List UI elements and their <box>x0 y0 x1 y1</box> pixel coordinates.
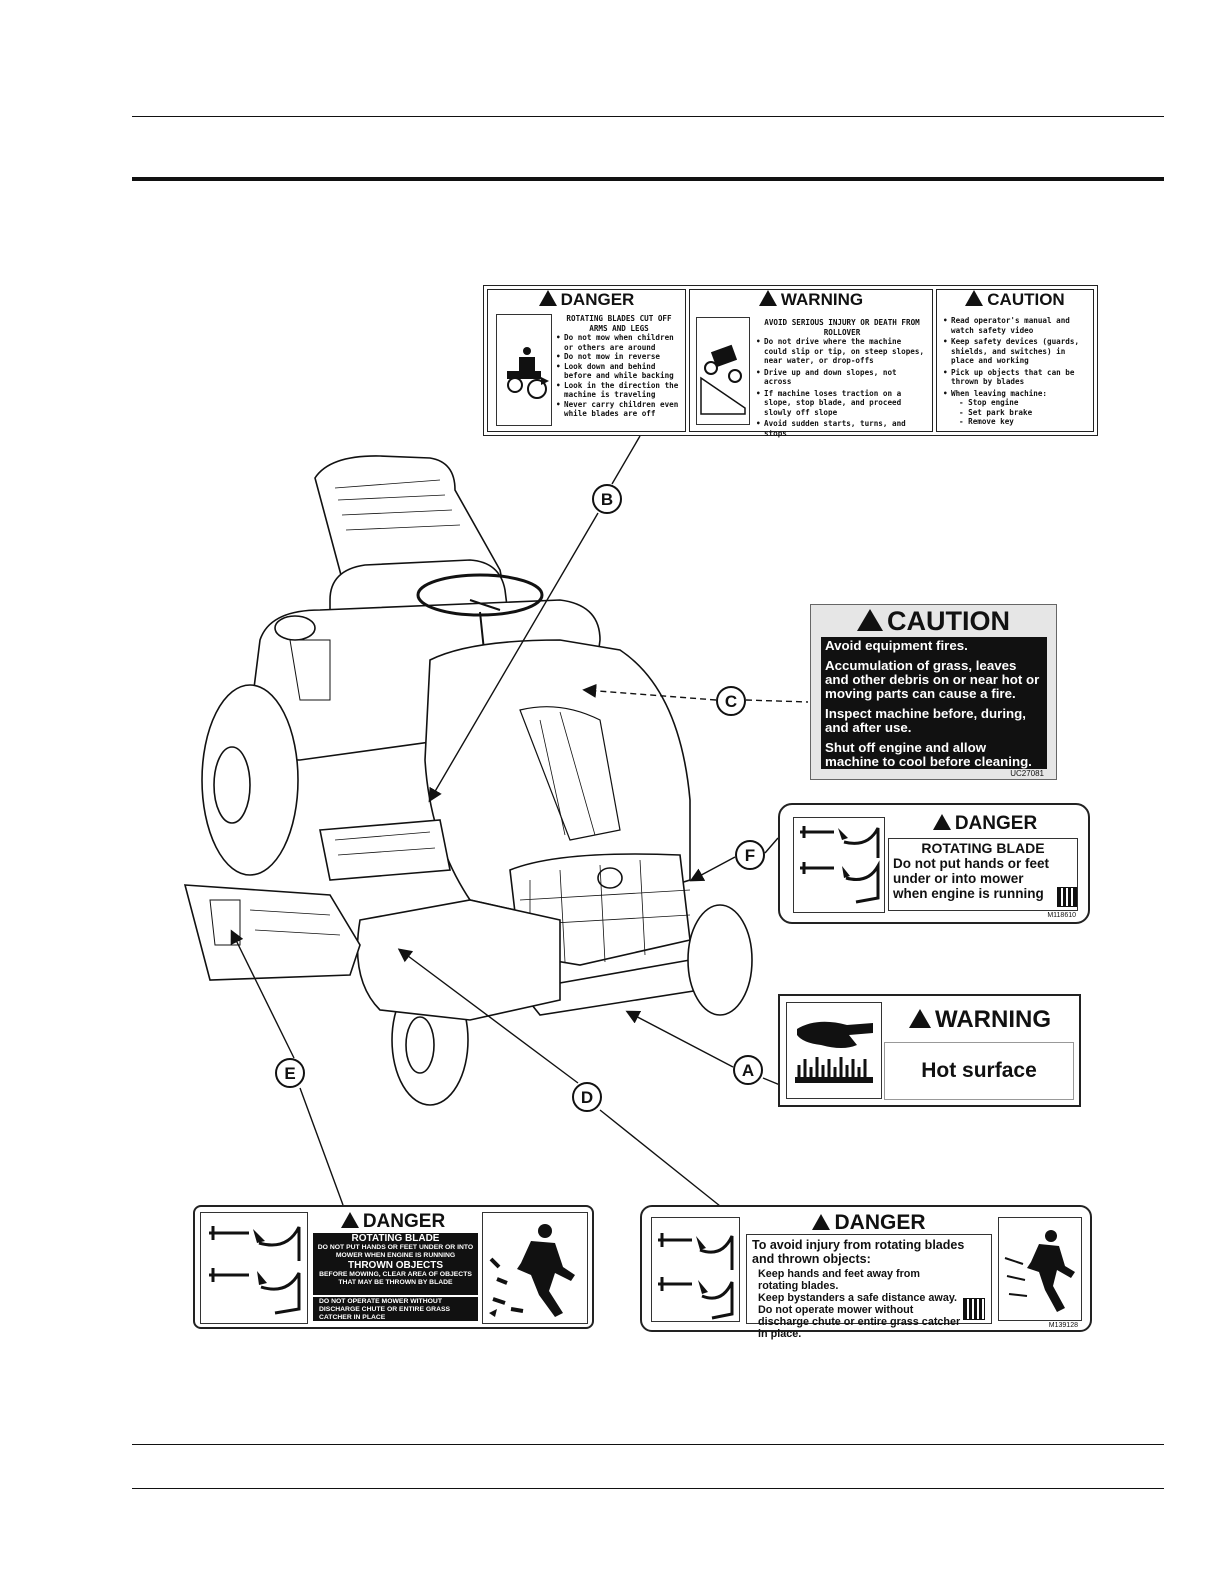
alert-triangle-icon <box>538 290 557 306</box>
label-b-caution-header: CAUTION <box>937 290 1093 310</box>
thrown-objects-person-icon <box>482 1212 588 1324</box>
label-f-title: ROTATING BLADE <box>921 840 1045 856</box>
alert-triangle-icon <box>965 290 984 306</box>
label-d-lead: To avoid injury from rotating blades and… <box>752 1238 965 1266</box>
list-item: Pick up objects that can be thrown by bl… <box>943 368 1091 387</box>
alert-triangle-icon <box>857 609 883 631</box>
label-b-caution-panel: CAUTION Read operator's manual and watch… <box>936 289 1094 432</box>
discharge-chute <box>183 884 361 981</box>
label-c-line: Shut off engine and allow machine to coo… <box>825 740 1032 769</box>
label-c-line: Avoid equipment fires. <box>825 638 968 653</box>
alert-triangle-icon <box>932 814 951 830</box>
label-c-line: Inspect machine before, during, and afte… <box>825 706 1026 735</box>
label-c: CAUTION Avoid equipment fires. Accumulat… <box>810 604 1057 780</box>
label-c-body: Avoid equipment fires. Accumulation of g… <box>821 637 1047 769</box>
label-c-header: CAUTION <box>811 605 1056 637</box>
label-b-warning-header: WARNING <box>690 290 932 310</box>
list-item: Read operator's manual and watch safety … <box>943 316 1091 335</box>
blade-hand-foot-icon <box>793 817 885 913</box>
list-item: Look down and behind before and while ba… <box>556 362 682 381</box>
label-d-line: Keep bystanders a safe distance away. <box>758 1292 958 1304</box>
label-e-body: ROTATING BLADE DO NOT PUT HANDS OR FEET … <box>313 1233 478 1295</box>
label-c-line: Accumulation of grass, leaves and other … <box>825 658 1040 701</box>
front-wheel-right <box>687 904 753 1016</box>
callout-c: C <box>716 686 746 716</box>
label-a: WARNING Hot surface <box>778 994 1081 1107</box>
alert-triangle-icon <box>812 1214 831 1230</box>
list-item: Look in the direction the machine is tra… <box>556 381 682 400</box>
list-item: Do not drive where the machine could sli… <box>756 337 928 366</box>
label-e-title2: THROWN OBJECTS <box>348 1260 443 1271</box>
label-b-danger-list: Do not mow when children or others are a… <box>556 333 682 419</box>
rollover-icon <box>696 317 750 425</box>
sub-item: - Remove key <box>959 417 1014 426</box>
label-b-warning-panel: WARNING AVOID SERIOUS INJURY OR DEATH FR… <box>689 289 933 438</box>
label-b-warning-list: Do not drive where the machine could sli… <box>756 337 928 438</box>
label-b-caution-list: Read operator's manual and watch safety … <box>943 316 1091 398</box>
callout-f: F <box>735 840 765 870</box>
alert-triangle-icon <box>340 1212 359 1228</box>
qr-code-icon <box>963 1298 985 1320</box>
top-thin-rule <box>132 116 1164 117</box>
label-e-text2: BEFORE MOWING, CLEAR AREA OF OBJECTS THA… <box>319 1271 472 1286</box>
sub-item: - Set park brake <box>959 407 1033 417</box>
label-e: DANGER ROTATING BLADE DO NOT PUT HANDS O… <box>193 1205 594 1329</box>
rider-tipping-icon <box>496 314 552 426</box>
alert-triangle-icon <box>758 290 777 306</box>
callout-e: E <box>275 1058 305 1088</box>
label-e-footer: DO NOT OPERATE MOWER WITHOUT DISCHARGE C… <box>313 1297 478 1321</box>
label-a-text-box: Hot surface <box>884 1042 1074 1100</box>
list-item: Drive up and down slopes, not across <box>756 368 928 387</box>
label-f-header: DANGER <box>890 813 1080 835</box>
label-b: DANGER ROTATING BLADES CUT OFF ARMS AND … <box>483 285 1098 438</box>
label-f-body: ROTATING BLADE Do not put hands or feet … <box>888 838 1078 911</box>
blade-hand-foot-icon <box>200 1212 308 1324</box>
callout-d: D <box>572 1082 602 1112</box>
bottom-rule-2 <box>132 1488 1164 1489</box>
label-d: DANGER To avoid injury from rotating bla… <box>640 1205 1092 1340</box>
label-f-code: M118610 <box>1047 912 1076 919</box>
label-b-danger-panel: DANGER ROTATING BLADES CUT OFF ARMS AND … <box>487 289 686 432</box>
label-d-line: Do not operate mower without discharge c… <box>758 1304 961 1340</box>
list-item: Avoid sudden starts, turns, and stops <box>756 419 928 438</box>
label-e-text1: DO NOT PUT HANDS OR FEET UNDER OR INTO M… <box>317 1244 474 1259</box>
label-b-danger-headline: ROTATING BLADES CUT OFF ARMS AND LEGS <box>566 314 672 333</box>
label-f-text: Do not put hands or feet under or into m… <box>893 856 1049 901</box>
label-d-header: DANGER <box>746 1211 992 1235</box>
callout-b: B <box>592 484 622 514</box>
list-item: Do not mow when children or others are a… <box>556 333 682 352</box>
mower-deck <box>356 899 561 1021</box>
label-a-text: Hot surface <box>921 1059 1037 1082</box>
callout-a: A <box>733 1055 763 1085</box>
label-d-line: Keep hands and feet away from rotating b… <box>758 1268 920 1292</box>
top-thick-rule <box>132 177 1164 181</box>
sub-item: - Stop engine <box>959 398 1019 407</box>
qr-code-icon <box>1057 887 1077 907</box>
bottom-rule-1 <box>132 1444 1164 1445</box>
list-item: When leaving machine: <box>943 389 1091 399</box>
label-d-code: M139128 <box>1048 1322 1078 1329</box>
label-e-title1: ROTATING BLADE <box>351 1233 440 1244</box>
label-b-warning-headline: AVOID SERIOUS INJURY OR DEATH FROM ROLLO… <box>764 318 920 337</box>
list-item: Do not mow in reverse <box>556 352 682 362</box>
label-a-header: WARNING <box>884 1006 1076 1034</box>
list-item: If machine loses traction on a slope, st… <box>756 389 928 418</box>
thrown-objects-person-icon <box>998 1217 1082 1321</box>
alert-triangle-icon <box>909 1009 931 1028</box>
label-f: DANGER ROTATING BLADE Do not put hands o… <box>778 803 1090 924</box>
list-item: Keep safety devices (guards, shields, an… <box>943 337 1091 366</box>
label-c-code: UC27081 <box>1010 769 1044 778</box>
hot-surface-hand-icon <box>786 1002 882 1099</box>
label-b-danger-header: DANGER <box>488 290 685 310</box>
label-e-header: DANGER <box>309 1211 477 1233</box>
blade-hand-foot-icon <box>651 1217 740 1322</box>
label-d-body: To avoid injury from rotating blades and… <box>746 1234 992 1340</box>
list-item: Never carry children even while blades a… <box>556 400 682 419</box>
